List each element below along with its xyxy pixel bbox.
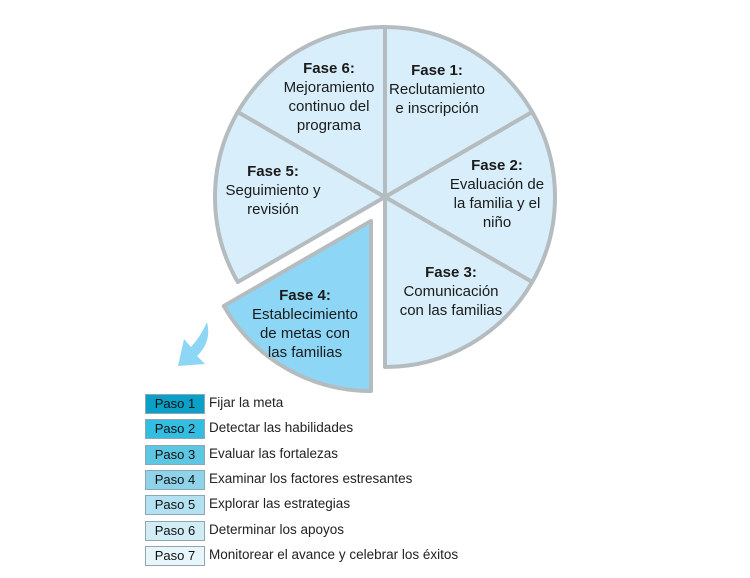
step-4-text: Examinar los factores estresantes [209, 470, 413, 486]
phase-2-description-line: Evaluación de [450, 176, 544, 193]
phase-6-description-line: continuo del [289, 98, 370, 115]
phase-6-description-line: Mejoramiento [284, 79, 375, 96]
down-left-arrow-icon [178, 322, 209, 366]
step-1-row: Paso 1 Fijar la meta [145, 394, 565, 415]
phase-5-title: Fase 5: [247, 163, 299, 180]
phase-5-description-line: Seguimiento y [225, 182, 321, 199]
step-5-text: Explorar las estrategias [209, 496, 351, 512]
step-6-badge: Paso 6 [145, 520, 205, 541]
step-3-text: Evaluar las fortalezas [209, 445, 339, 461]
phase-5-description-line: revisión [247, 201, 299, 218]
phase-2-description-line: la familia y el [454, 195, 541, 212]
phase-4-title: Fase 4: [279, 287, 331, 304]
step-1-text: Fijar la meta [209, 395, 284, 410]
step-2-text: Detectar las habilidades [209, 420, 354, 436]
step-2-badge: Paso 2 [145, 419, 205, 440]
phase-1-title: Fase 1: [411, 62, 463, 79]
step-7-badge: Paso 7 [145, 545, 205, 566]
step-5-badge: Paso 5 [145, 495, 205, 516]
phase-4-description-line: de metas con [260, 325, 350, 342]
phase-4-description-line: Establecimiento [252, 306, 358, 323]
phase-2-title: Fase 2: [471, 157, 523, 174]
phase-1-description-line: Reclutamiento [389, 81, 485, 98]
phase-3-description-line: con las familias [400, 302, 503, 319]
step-1-badge: Paso 1 [145, 394, 205, 414]
phase-6-title: Fase 6: [303, 60, 355, 77]
phase-6-description-line: programa [297, 117, 362, 134]
phase-2-segment [383, 110, 557, 284]
phase-1-description-line: e inscripción [395, 100, 478, 117]
step-3-badge: Paso 3 [145, 444, 205, 465]
step-6-text: Determinar los apoyos [209, 521, 345, 537]
phase-5-segment [213, 110, 387, 284]
phase-4-segment [221, 219, 373, 393]
phase-3-title: Fase 3: [425, 264, 477, 281]
step-7-text: Monitorear el avance y celebrar los éxit… [209, 546, 459, 562]
phase-1-segment [383, 25, 535, 199]
step-4-badge: Paso 4 [145, 469, 205, 490]
phase-4-description-line: las familias [268, 344, 342, 361]
phase-6-segment [235, 25, 387, 199]
phase-3-description-line: Comunicación [403, 283, 498, 300]
phase-3-segment [383, 195, 535, 369]
phase-2-description-line: niño [483, 214, 511, 231]
